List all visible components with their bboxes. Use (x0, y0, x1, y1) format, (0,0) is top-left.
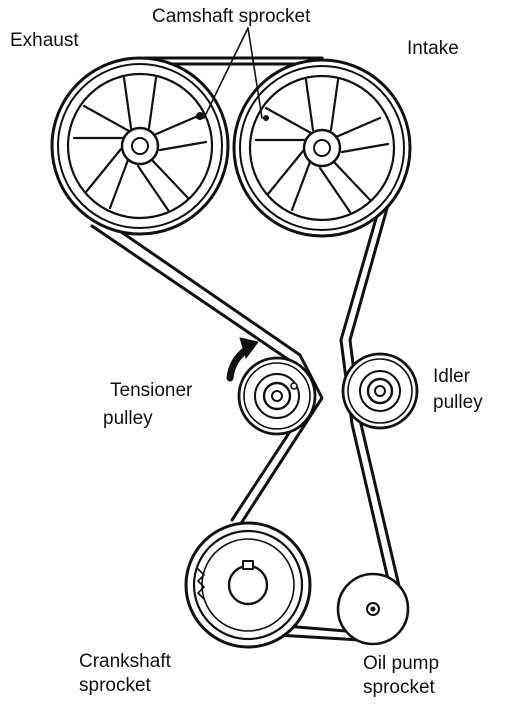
oil-pump-sprocket (336, 572, 410, 646)
idler-pulley-label-line1: Idler (433, 366, 470, 387)
intake-label: Intake (407, 38, 459, 59)
intake-spokes (254, 78, 390, 214)
intake-camshaft-sprocket (232, 58, 412, 238)
tensioner-pulley (237, 356, 317, 436)
crankshaft-sprocket-label-line2: sprocket (79, 675, 151, 696)
crankshaft-sprocket (184, 521, 312, 649)
oil-pump-sprocket-label-line2: sprocket (363, 677, 435, 698)
exhaust-label: Exhaust (10, 30, 79, 51)
exhaust-camshaft-sprocket (50, 56, 230, 236)
camshaft-sprocket-label: Camshaft sprocket (152, 6, 311, 27)
oil-pump-sprocket-label-line1: Oil pump (363, 653, 440, 674)
tensioner-pulley-label-line1: Tensioner (110, 380, 193, 401)
tensioner-arrow (226, 337, 259, 382)
idler-pulley (341, 352, 419, 430)
idler-pulley-label-line2: pulley (433, 392, 483, 413)
tensioner-pulley-label-line2: pulley (103, 408, 153, 429)
exhaust-spokes (72, 76, 208, 212)
camshaft-leader-lines (203, 27, 263, 119)
crankshaft-sprocket-label-line1: Crankshaft (79, 651, 171, 672)
